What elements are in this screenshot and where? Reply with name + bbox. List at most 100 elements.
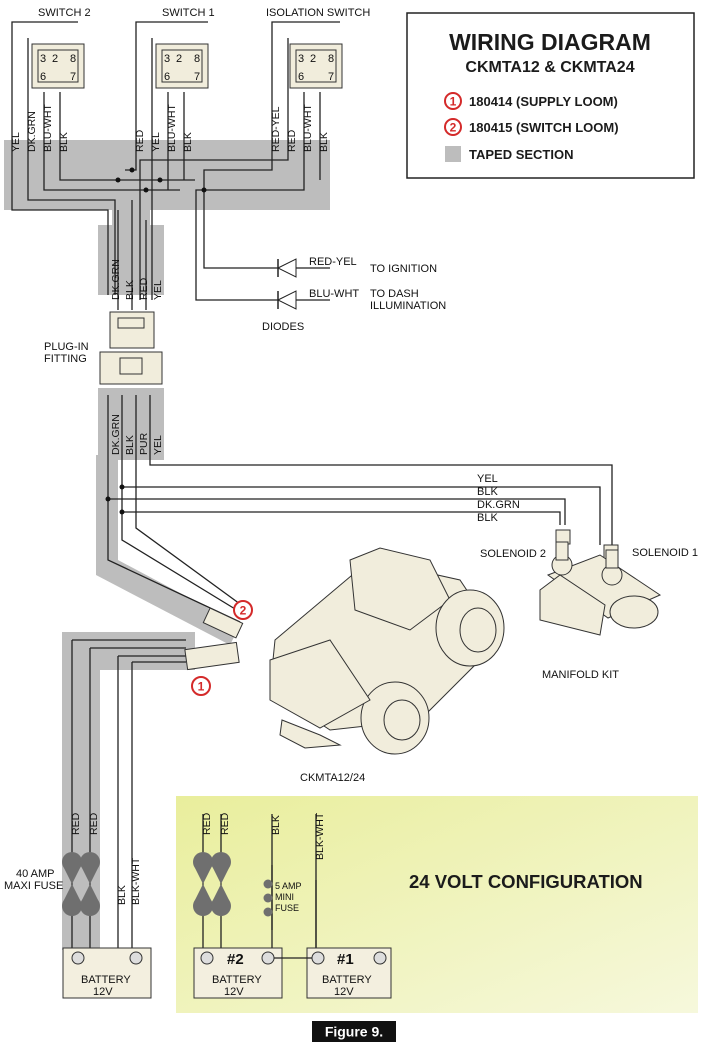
loom-marker-2 bbox=[233, 600, 253, 620]
svg-text:2: 2 bbox=[450, 121, 457, 135]
solenoid-2-label: SOLENOID 2 bbox=[480, 548, 546, 560]
legend-supply-loom: 180414 (SUPPLY LOOM) bbox=[469, 94, 618, 109]
svg-text:DK.GRN: DK.GRN bbox=[110, 414, 122, 455]
svg-text:2: 2 bbox=[240, 604, 247, 618]
svg-text:12V: 12V bbox=[93, 986, 113, 998]
svg-text:BLK: BLK bbox=[477, 486, 498, 498]
svg-text:RED: RED bbox=[138, 277, 150, 300]
svg-text:1: 1 bbox=[198, 680, 205, 694]
svg-text:RED-YEL: RED-YEL bbox=[309, 256, 357, 268]
manifold-label: MANIFOLD KIT bbox=[542, 669, 619, 681]
legend-marker-2 bbox=[444, 118, 462, 136]
svg-text:RED: RED bbox=[88, 812, 100, 835]
svg-text:7: 7 bbox=[194, 71, 200, 83]
switch-1-label: SWITCH 1 bbox=[162, 7, 215, 19]
manifold-kit: SOLENOID 2 SOLENOID 1 MANIFOLD KIT bbox=[480, 529, 698, 681]
isolation-switch: ISOLATION SWITCH 3 2 8 6 7 RED-YEL RED B… bbox=[266, 7, 370, 152]
svg-text:#1: #1 bbox=[337, 951, 354, 968]
svg-text:8: 8 bbox=[70, 53, 76, 65]
svg-text:MINI: MINI bbox=[275, 892, 294, 902]
svg-text:3: 3 bbox=[298, 53, 304, 65]
svg-text:RED-YEL: RED-YEL bbox=[270, 106, 282, 152]
maxi-fuse bbox=[62, 852, 100, 916]
svg-text:FITTING: FITTING bbox=[44, 353, 87, 365]
svg-text:1: 1 bbox=[450, 95, 457, 109]
switch-2-label: SWITCH 2 bbox=[38, 7, 91, 19]
svg-text:12V: 12V bbox=[334, 986, 354, 998]
figure-caption: Figure 9. bbox=[312, 1021, 396, 1042]
svg-text:#2: #2 bbox=[227, 951, 244, 968]
svg-text:RED: RED bbox=[286, 129, 298, 152]
svg-text:BATTERY: BATTERY bbox=[212, 974, 262, 986]
svg-text:BLU-WHT: BLU-WHT bbox=[309, 288, 359, 300]
svg-text:BLK-WHT: BLK-WHT bbox=[130, 857, 142, 905]
svg-text:6: 6 bbox=[40, 71, 46, 83]
compressor: CKMTA12/24 2 1 bbox=[184, 547, 505, 784]
svg-text:BATTERY: BATTERY bbox=[81, 974, 131, 986]
isolation-switch-label: ISOLATION SWITCH bbox=[266, 7, 370, 19]
title-box: WIRING DIAGRAM CKMTA12 & CKMTA24 1 18041… bbox=[406, 12, 695, 179]
legend-marker-1 bbox=[444, 92, 462, 110]
svg-text:YEL: YEL bbox=[477, 473, 498, 485]
svg-text:PUR: PUR bbox=[138, 432, 150, 455]
diodes-label: DIODES bbox=[262, 321, 304, 333]
svg-text:2: 2 bbox=[176, 53, 182, 65]
svg-text:2: 2 bbox=[52, 53, 58, 65]
svg-text:YEL: YEL bbox=[150, 132, 162, 152]
title-line-2: CKMTA12 & CKMTA24 bbox=[465, 59, 634, 76]
svg-text:BLK: BLK bbox=[318, 132, 330, 152]
svg-text:BLU-WHT: BLU-WHT bbox=[302, 104, 314, 152]
mini-fuse bbox=[263, 879, 273, 917]
svg-text:6: 6 bbox=[298, 71, 304, 83]
svg-text:YEL: YEL bbox=[152, 435, 164, 455]
svg-text:YEL: YEL bbox=[10, 132, 22, 152]
config-24v-title: 24 VOLT CONFIGURATION bbox=[409, 871, 643, 892]
svg-text:BLK: BLK bbox=[58, 132, 70, 152]
svg-text:8: 8 bbox=[194, 53, 200, 65]
legend-taped-swatch bbox=[445, 146, 461, 162]
svg-text:BLK: BLK bbox=[124, 435, 136, 455]
svg-text:ILLUMINATION: ILLUMINATION bbox=[370, 300, 446, 312]
svg-text:RED: RED bbox=[70, 812, 82, 835]
svg-text:DK.GRN: DK.GRN bbox=[110, 259, 122, 300]
svg-text:3: 3 bbox=[164, 53, 170, 65]
svg-text:BLK: BLK bbox=[124, 280, 136, 300]
loom-marker-1 bbox=[191, 676, 211, 696]
switch-1: SWITCH 1 3 2 8 6 7 RED YEL BLU-WHT BLK bbox=[134, 7, 215, 152]
svg-text:TO DASH: TO DASH bbox=[370, 288, 419, 300]
diodes: RED-YEL TO IGNITION BLU-WHT TO DASH ILLU… bbox=[262, 256, 446, 333]
legend-taped-section: TAPED SECTION bbox=[469, 147, 574, 162]
plug-in-fitting: DK.GRN BLK RED YEL PLUG-IN FITTING DK.GR… bbox=[44, 259, 164, 455]
svg-text:5 AMP: 5 AMP bbox=[275, 881, 302, 891]
switch-2: SWITCH 2 3 2 8 6 7 YEL DK.GRN BLU-WHT BL… bbox=[10, 7, 91, 152]
svg-text:FUSE: FUSE bbox=[275, 903, 299, 913]
svg-text:DK.GRN: DK.GRN bbox=[26, 111, 38, 152]
24v-maxi-fuse bbox=[193, 852, 231, 916]
svg-text:BLK: BLK bbox=[270, 815, 282, 835]
svg-text:6: 6 bbox=[164, 71, 170, 83]
compressor-label: CKMTA12/24 bbox=[300, 772, 365, 784]
wires bbox=[11, 21, 613, 955]
svg-text:MAXI FUSE: MAXI FUSE bbox=[4, 880, 63, 892]
svg-text:7: 7 bbox=[328, 71, 334, 83]
svg-text:BLK: BLK bbox=[116, 885, 128, 905]
svg-text:BLK: BLK bbox=[182, 132, 194, 152]
svg-text:RED: RED bbox=[134, 129, 146, 152]
svg-text:PLUG-IN: PLUG-IN bbox=[44, 341, 89, 353]
config-24v-panel: RED RED BLK BLK-WHT 5 AMP MINI FUSE 24 V… bbox=[176, 796, 698, 1013]
solenoid-wire-labels: YEL BLK DK.GRN BLK bbox=[477, 473, 520, 524]
svg-text:DK.GRN: DK.GRN bbox=[477, 499, 520, 511]
title-line-1: WIRING DIAGRAM bbox=[449, 29, 651, 55]
svg-text:12V: 12V bbox=[224, 986, 244, 998]
svg-text:RED: RED bbox=[219, 812, 231, 835]
svg-text:8: 8 bbox=[328, 53, 334, 65]
svg-text:YEL: YEL bbox=[152, 280, 164, 300]
left-battery-circuit: RED RED BLK BLK-WHT 40 AMP MAXI FUSE BAT… bbox=[4, 812, 152, 999]
svg-text:7: 7 bbox=[70, 71, 76, 83]
svg-text:BLU-WHT: BLU-WHT bbox=[42, 104, 54, 152]
svg-text:Figure 9.: Figure 9. bbox=[325, 1024, 383, 1040]
svg-text:BLK-WHT: BLK-WHT bbox=[314, 812, 326, 860]
svg-text:TO IGNITION: TO IGNITION bbox=[370, 263, 437, 275]
svg-text:2: 2 bbox=[310, 53, 316, 65]
